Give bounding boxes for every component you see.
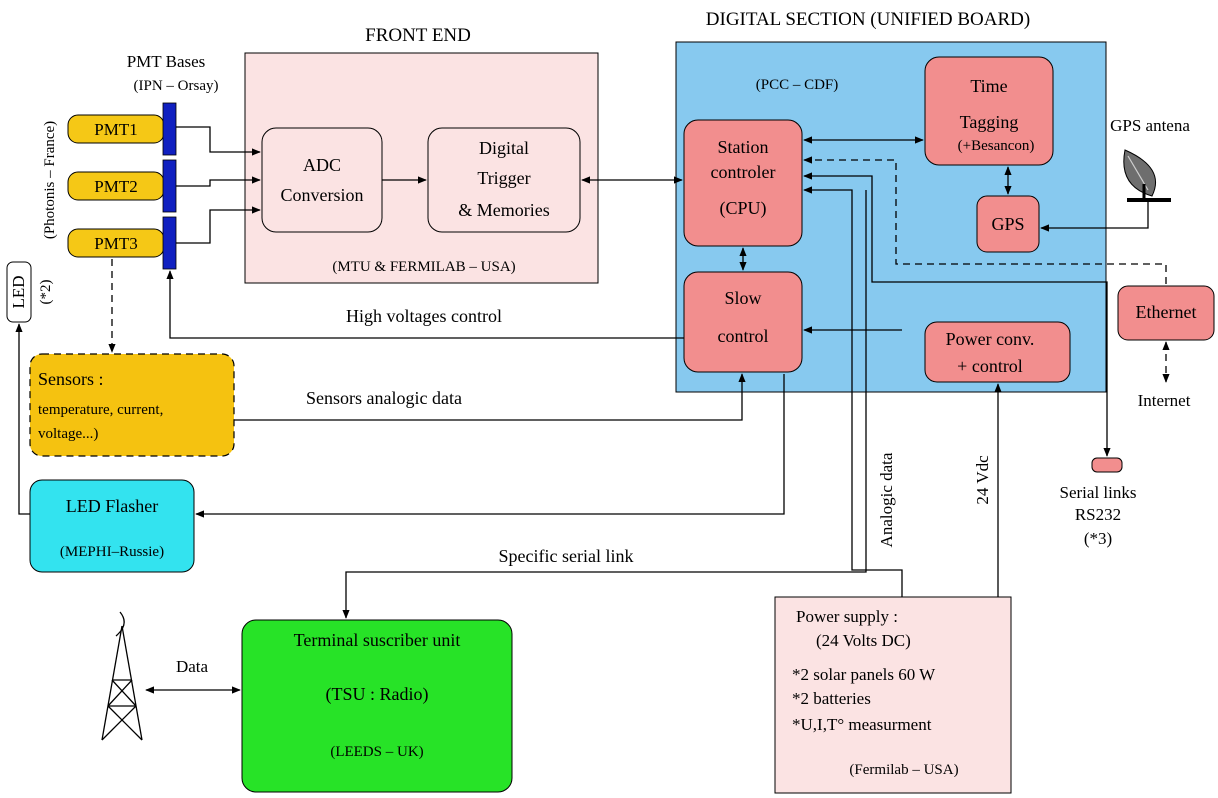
time-tagging-line1: Time: [970, 76, 1007, 96]
slow-control-line1: Slow: [724, 288, 761, 308]
power-supply-measurement: *U,I,T° measurment: [792, 715, 932, 734]
trigger-label-line1: Digital: [479, 138, 529, 158]
sensors-data-label: Sensors analogic data: [306, 388, 462, 408]
pmt2-base: [162, 159, 177, 213]
pmt3-base: [162, 216, 177, 270]
power-supply-solar: *2 solar panels 60 W: [792, 665, 936, 684]
pmt1-to-adc-wire: [176, 126, 261, 156]
serial-links-to-station-wire: [803, 172, 1111, 457]
front-end-title: FRONT END: [365, 25, 471, 46]
internet-label: Internet: [1138, 391, 1191, 410]
time-tagging-line2: Tagging: [960, 112, 1019, 132]
pmt2-to-adc-wire: [176, 176, 261, 187]
power-supply-volts: (24 Volts DC): [816, 631, 911, 650]
station-label-line2: controler: [711, 162, 776, 182]
mtu-fermilab-label: (MTU & FERMILAB – USA): [332, 259, 515, 275]
sensors-line2: temperature, current,: [38, 402, 163, 418]
pmt1-label: PMT1: [94, 120, 137, 139]
slow-to-flasher-wire: [195, 374, 785, 518]
led-box: [6, 261, 32, 323]
led-label: LED: [9, 275, 28, 308]
time-tagging-line3: (+Besancon): [958, 138, 1035, 154]
gps-label: GPS: [991, 214, 1024, 234]
sensors-line3: voltage...): [38, 426, 98, 442]
pmt3-label: PMT3: [94, 234, 137, 253]
tsu-origin: (LEEDS – UK): [330, 744, 423, 760]
pcc-cdf-label: (PCC – CDF): [756, 77, 839, 93]
vdc-label: 24 Vdc: [973, 455, 992, 505]
high-voltages-label: High voltages control: [346, 306, 502, 326]
sensors-title: Sensors :: [38, 369, 104, 389]
tsu-subtitle: (TSU : Radio): [326, 684, 429, 705]
tsu-title: Terminal suscriber unit: [294, 630, 461, 650]
power-supply-block: [774, 596, 1012, 794]
led-flasher-block: [29, 479, 195, 573]
adc-label-line1: ADC: [303, 155, 341, 175]
station-label-line3: (CPU): [719, 198, 766, 219]
adc-block: [261, 127, 383, 233]
serial-links-connector: [1091, 457, 1123, 473]
data-label: Data: [176, 657, 209, 676]
led-flasher-origin: (MEPHI–Russie): [60, 544, 164, 560]
digital-section-title: DIGITAL SECTION (UNIFIED BOARD): [706, 9, 1030, 30]
led-note: (*2): [38, 280, 54, 305]
photonis-label: (Photonis – France): [42, 121, 58, 239]
satellite-dish-icon: [1123, 149, 1171, 202]
ethernet-block: [1117, 285, 1215, 341]
serial-links-label: Serial links: [1060, 483, 1137, 502]
analogic-data-wire: [803, 186, 903, 597]
trigger-label-line2: Trigger: [477, 168, 530, 188]
pmt-bases-title: PMT Bases: [127, 52, 206, 71]
power-conv-line1: Power conv.: [946, 329, 1035, 349]
station-controller-block: [683, 119, 803, 247]
station-label-line1: Station: [717, 137, 768, 157]
analogic-data-label: Analogic data: [877, 452, 896, 547]
specific-serial-label: Specific serial link: [499, 546, 634, 566]
power-supply-title: Power supply :: [796, 607, 898, 626]
power-supply-origin: (Fermilab – USA): [849, 762, 958, 778]
trigger-label-line3: & Memories: [458, 200, 550, 220]
power-conv-line2: + control: [957, 356, 1023, 376]
time-tagging-block: [924, 56, 1054, 166]
led-flasher-title: LED Flasher: [66, 496, 158, 516]
pmt3-to-adc-wire: [176, 206, 261, 244]
power-supply-batteries: *2 batteries: [792, 689, 871, 708]
pmt2-label: PMT2: [94, 177, 137, 196]
trigger-block: [427, 127, 581, 233]
adc-label-line2: Conversion: [281, 185, 364, 205]
pmt-bases-origin: (IPN – Orsay): [134, 78, 219, 94]
specific-serial-wire: [342, 190, 867, 619]
high-voltages-wire: [166, 270, 684, 339]
gps-antenna-label: GPS antena: [1110, 116, 1190, 135]
sensors-block: [29, 353, 235, 457]
pmt1-base: [162, 102, 177, 156]
tsu-block: [241, 619, 513, 793]
rs232-label: RS232: [1075, 505, 1121, 524]
slow-control-line2: control: [718, 326, 769, 346]
note-3-label: (*3): [1084, 529, 1112, 548]
flasher-to-led-wire: [15, 323, 30, 515]
slow-control-block: [683, 271, 803, 373]
radio-tower-icon: [101, 611, 143, 741]
ethernet-label: Ethernet: [1136, 302, 1197, 322]
sensors-to-slow-wire: [234, 373, 746, 421]
